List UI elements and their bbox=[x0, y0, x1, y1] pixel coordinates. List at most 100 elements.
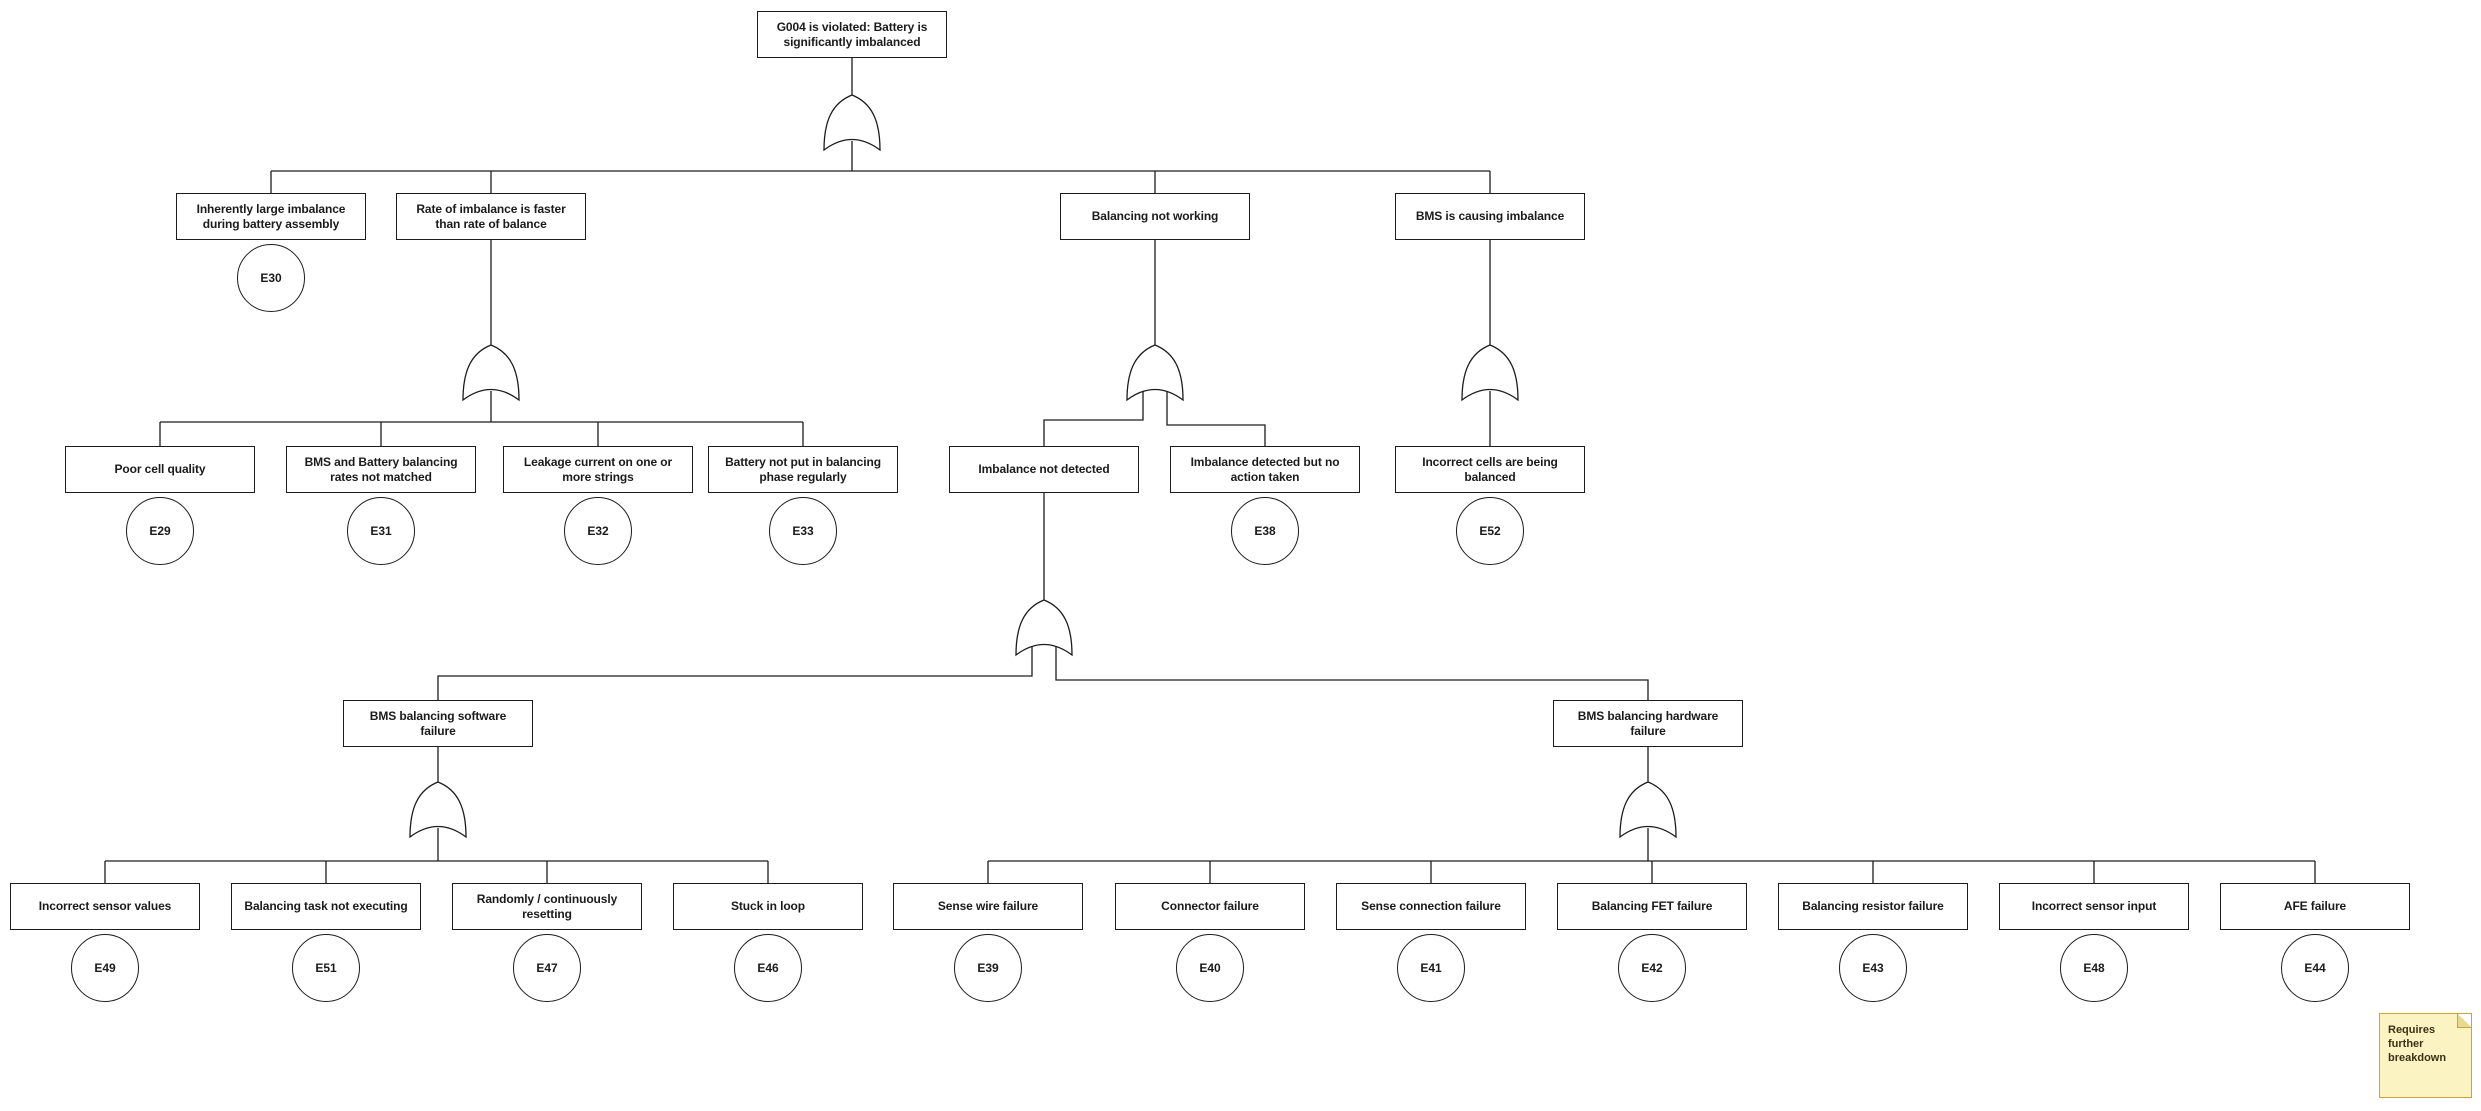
fault-node-label: Randomly / continuously resetting bbox=[476, 891, 618, 921]
connector-line bbox=[1055, 646, 1649, 700]
basic-event-circle-E31[interactable]: E31 bbox=[347, 497, 415, 565]
fault-node-label: Battery not put in balancing phase regul… bbox=[725, 454, 881, 484]
sticky-note-text: Requires further breakdown bbox=[2388, 1024, 2447, 1064]
fault-node-label: Sense wire failure bbox=[937, 899, 1039, 913]
fault-node-label: Connector failure bbox=[1161, 899, 1259, 913]
basic-event-label: E42 bbox=[1641, 961, 1663, 975]
fault-node-rates-not-matched[interactable]: BMS and Battery balancing rates not matc… bbox=[286, 446, 476, 493]
basic-event-circle-E48[interactable]: E48 bbox=[2060, 934, 2128, 1002]
fault-node-incorrect-sensor-input[interactable]: Incorrect sensor input bbox=[1999, 883, 2189, 930]
note-fold-corner bbox=[2457, 1014, 2471, 1028]
basic-event-label: E49 bbox=[94, 961, 116, 975]
basic-event-circle-E33[interactable]: E33 bbox=[769, 497, 837, 565]
basic-event-circle-E42[interactable]: E42 bbox=[1618, 934, 1686, 1002]
fault-node-label: Inherently large imbalance during batter… bbox=[196, 201, 346, 231]
basic-event-label: E33 bbox=[792, 524, 814, 538]
fault-node-detected-no-action[interactable]: Imbalance detected but no action taken bbox=[1170, 446, 1360, 493]
fault-node-label: Incorrect sensor values bbox=[38, 899, 172, 913]
fault-node-label: Balancing resistor failure bbox=[1802, 899, 1944, 913]
basic-event-label: E47 bbox=[536, 961, 558, 975]
fault-node-bms-causing-imbalance[interactable]: BMS is causing imbalance bbox=[1395, 193, 1585, 240]
fault-node-leakage-current[interactable]: Leakage current on one or more strings bbox=[503, 446, 693, 493]
basic-event-label: E52 bbox=[1479, 524, 1501, 538]
basic-event-label: E46 bbox=[757, 961, 779, 975]
fault-node-label: Balancing FET failure bbox=[1591, 899, 1713, 913]
basic-event-label: E30 bbox=[260, 271, 282, 285]
connector-line bbox=[437, 646, 1033, 700]
fault-node-label: Balancing task not executing bbox=[244, 899, 408, 913]
basic-event-label: E32 bbox=[587, 524, 609, 538]
or-gate-gate-top bbox=[823, 94, 881, 152]
fault-node-label: AFE failure bbox=[2283, 899, 2347, 913]
fault-node-sense-connection-failure[interactable]: Sense connection failure bbox=[1336, 883, 1526, 930]
basic-event-circle-E41[interactable]: E41 bbox=[1397, 934, 1465, 1002]
or-gate-gate-imbalance-not-detected bbox=[1015, 599, 1073, 657]
basic-event-circle-E40[interactable]: E40 bbox=[1176, 934, 1244, 1002]
fault-node-incorrect-sensor-values[interactable]: Incorrect sensor values bbox=[10, 883, 200, 930]
or-gate-gate-software bbox=[409, 781, 467, 839]
basic-event-circle-E43[interactable]: E43 bbox=[1839, 934, 1907, 1002]
basic-event-label: E43 bbox=[1862, 961, 1884, 975]
fault-node-label: Leakage current on one or more strings bbox=[523, 454, 673, 484]
fault-node-stuck-in-loop[interactable]: Stuck in loop bbox=[673, 883, 863, 930]
connector-line bbox=[1043, 391, 1144, 446]
fault-node-connector-failure[interactable]: Connector failure bbox=[1115, 883, 1305, 930]
fault-node-label: Rate of imbalance is faster than rate of… bbox=[416, 201, 566, 231]
fault-node-afe-failure[interactable]: AFE failure bbox=[2220, 883, 2410, 930]
fault-node-label: Balancing not working bbox=[1091, 209, 1219, 223]
fault-node-balancing-fet-failure[interactable]: Balancing FET failure bbox=[1557, 883, 1747, 930]
fault-node-inherent-imbalance[interactable]: Inherently large imbalance during batter… bbox=[176, 193, 366, 240]
fault-node-poor-cell-quality[interactable]: Poor cell quality bbox=[65, 446, 255, 493]
basic-event-label: E38 bbox=[1254, 524, 1276, 538]
basic-event-circle-E38[interactable]: E38 bbox=[1231, 497, 1299, 565]
fault-node-label: BMS and Battery balancing rates not matc… bbox=[304, 454, 458, 484]
fault-node-not-in-balancing-phase[interactable]: Battery not put in balancing phase regul… bbox=[708, 446, 898, 493]
or-gate-gate-hardware bbox=[1619, 781, 1677, 839]
basic-event-label: E41 bbox=[1420, 961, 1442, 975]
basic-event-label: E39 bbox=[977, 961, 999, 975]
fault-node-rate-faster[interactable]: Rate of imbalance is faster than rate of… bbox=[396, 193, 586, 240]
basic-event-circle-E47[interactable]: E47 bbox=[513, 934, 581, 1002]
fault-node-task-not-executing[interactable]: Balancing task not executing bbox=[231, 883, 421, 930]
basic-event-label: E44 bbox=[2304, 961, 2326, 975]
fault-node-label: BMS is causing imbalance bbox=[1415, 209, 1565, 223]
fault-node-label: Imbalance not detected bbox=[978, 462, 1110, 476]
fault-node-label: Imbalance detected but no action taken bbox=[1190, 454, 1340, 484]
fault-node-label: BMS balancing software failure bbox=[369, 708, 507, 738]
fault-node-software-failure[interactable]: BMS balancing software failure bbox=[343, 700, 533, 747]
basic-event-label: E40 bbox=[1199, 961, 1221, 975]
basic-event-circle-E29[interactable]: E29 bbox=[126, 497, 194, 565]
basic-event-circle-E39[interactable]: E39 bbox=[954, 934, 1022, 1002]
basic-event-circle-E46[interactable]: E46 bbox=[734, 934, 802, 1002]
fault-node-incorrect-cells-balanced[interactable]: Incorrect cells are being balanced bbox=[1395, 446, 1585, 493]
fault-node-label: Sense connection failure bbox=[1361, 899, 1501, 913]
or-gate-gate-bms-causing bbox=[1461, 344, 1519, 402]
basic-event-circle-E51[interactable]: E51 bbox=[292, 934, 360, 1002]
fault-node-label: Stuck in loop bbox=[730, 899, 806, 913]
basic-event-label: E48 bbox=[2083, 961, 2105, 975]
basic-event-circle-E30[interactable]: E30 bbox=[237, 244, 305, 312]
basic-event-circle-E49[interactable]: E49 bbox=[71, 934, 139, 1002]
fault-node-balancing-not-working[interactable]: Balancing not working bbox=[1060, 193, 1250, 240]
fault-node-imbalance-not-detected[interactable]: Imbalance not detected bbox=[949, 446, 1139, 493]
fault-node-label: Incorrect cells are being balanced bbox=[1422, 454, 1558, 484]
or-gate-gate-balancing-not-working bbox=[1126, 344, 1184, 402]
fault-node-label: Poor cell quality bbox=[114, 462, 206, 476]
basic-event-label: E51 bbox=[315, 961, 337, 975]
basic-event-label: E29 bbox=[149, 524, 171, 538]
fault-node-balancing-resistor-failure[interactable]: Balancing resistor failure bbox=[1778, 883, 1968, 930]
or-gate-gate-rate-of-imbalance bbox=[462, 344, 520, 402]
basic-event-circle-E52[interactable]: E52 bbox=[1456, 497, 1524, 565]
basic-event-circle-E44[interactable]: E44 bbox=[2281, 934, 2349, 1002]
fault-node-hardware-failure[interactable]: BMS balancing hardware failure bbox=[1553, 700, 1743, 747]
fault-node-label: Incorrect sensor input bbox=[2031, 899, 2157, 913]
fault-node-g004-top[interactable]: G004 is violated: Battery is significant… bbox=[757, 11, 947, 58]
fault-node-sense-wire-failure[interactable]: Sense wire failure bbox=[893, 883, 1083, 930]
fault-node-random-resetting[interactable]: Randomly / continuously resetting bbox=[452, 883, 642, 930]
fault-node-label: BMS balancing hardware failure bbox=[1577, 708, 1719, 738]
sticky-note[interactable]: Requires further breakdown bbox=[2379, 1013, 2472, 1098]
fault-node-label: G004 is violated: Battery is significant… bbox=[776, 19, 928, 49]
basic-event-circle-E32[interactable]: E32 bbox=[564, 497, 632, 565]
